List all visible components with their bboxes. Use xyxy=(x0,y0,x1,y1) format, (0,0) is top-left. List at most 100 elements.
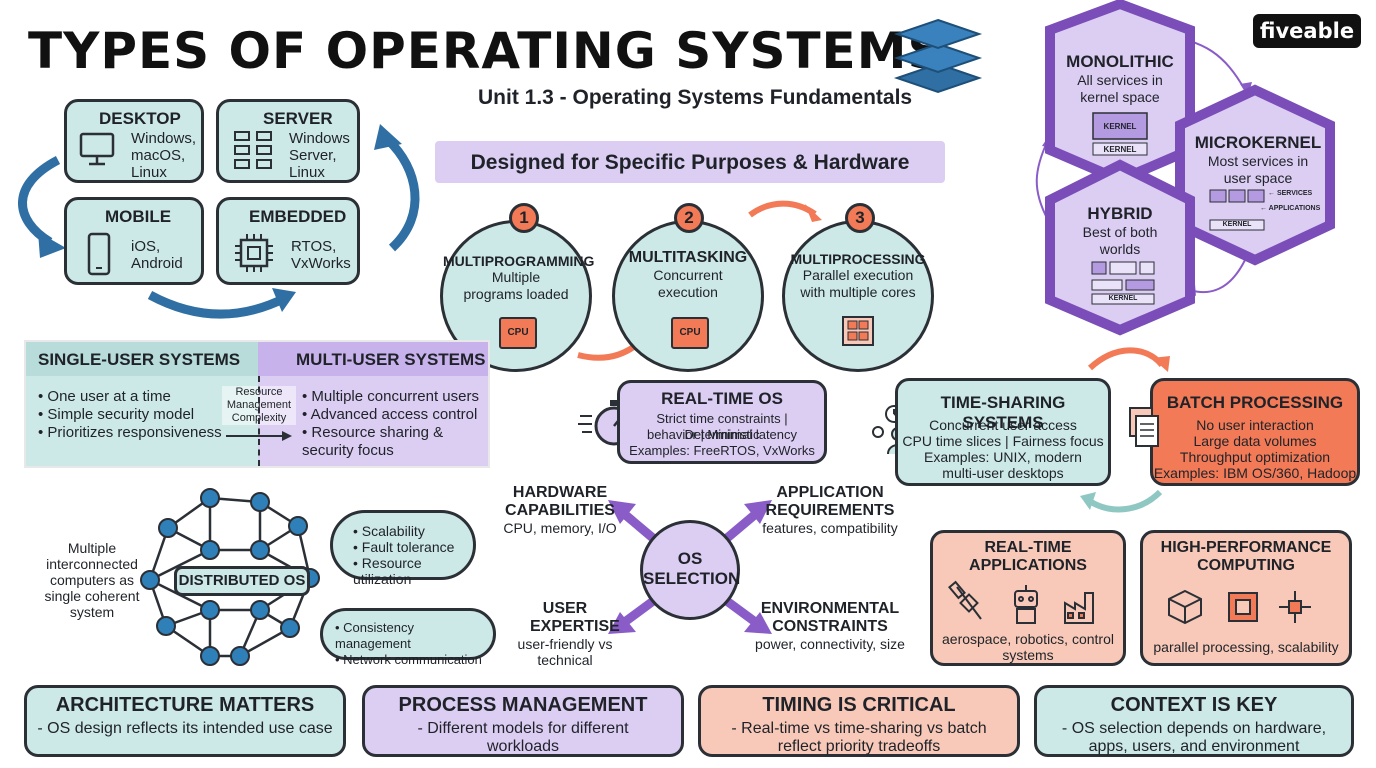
takeaway-title: CONTEXT IS KEY xyxy=(1110,694,1278,716)
cluster-icon xyxy=(1279,591,1311,623)
hardware-capabilities: HARDWARE CAPABILITIES CPU, memory, I/O xyxy=(495,484,625,536)
os-selection-circle: OS SELECTION xyxy=(640,520,740,620)
application-title: APPLICATION REQUIREMENTS xyxy=(765,484,895,519)
step-2-badge: 2 xyxy=(674,203,704,233)
multicore-icon xyxy=(842,316,874,346)
multiprogramming-text: MULTIPROGRAMMING Multiple programs loade… xyxy=(443,253,595,303)
application-desc: features, compatibility xyxy=(762,520,898,536)
applications-label: ← APPLICATIONS xyxy=(1260,205,1321,212)
phone-icon xyxy=(87,232,111,276)
application-requirements: APPLICATION REQUIREMENTS features, compa… xyxy=(752,484,908,536)
hpc-card: HIGH-PERFORMANCE COMPUTING parallel proc… xyxy=(1140,530,1352,666)
factory-icon xyxy=(1064,592,1094,624)
takeaway-desc: - OS selection depends on hardware, apps… xyxy=(1061,720,1327,755)
multiprocessing-desc: Parallel execution with multiple cores xyxy=(800,267,916,300)
batch-line4: Examples: IBM OS/360, Hadoop xyxy=(1153,465,1357,481)
mobile-desc: iOS, Android xyxy=(131,238,183,272)
hpc-icons xyxy=(1168,589,1311,625)
monitor-icon xyxy=(79,132,115,166)
multitasking-desc: Concurrent execution xyxy=(653,267,723,300)
realtime-apps-title: REAL-TIME APPLICATIONS xyxy=(969,539,1087,574)
realtime-apps-card: REAL-TIME APPLICATIONS aerospace, roboti… xyxy=(930,530,1126,666)
distributed-challenges-bubble: • Consistency management • Network commu… xyxy=(320,608,496,667)
environmental-constraints: ENVIRONMENTAL CONSTRAINTS power, connect… xyxy=(752,600,908,652)
fiveable-logo[interactable]: fiveable xyxy=(1253,14,1361,48)
multitasking-title: MULTITASKING xyxy=(628,249,748,266)
multi-user-title: MULTI-USER SYSTEMS xyxy=(296,350,486,369)
hybrid-desc: Best of both worlds xyxy=(1082,224,1158,257)
microkernel-label: MICROKERNEL Most services in user space xyxy=(1193,133,1323,187)
satellite-icon xyxy=(948,580,982,620)
divider xyxy=(258,376,262,466)
time-sharing-title: TIME-SHARING SYSTEMS xyxy=(940,393,1066,432)
single-user-list: • One user at a time • Simple security m… xyxy=(38,388,222,442)
multiprogramming-title: MULTIPROGRAMMING xyxy=(443,253,595,269)
step-1-badge: 1 xyxy=(509,203,539,233)
list-item: • Simple security model xyxy=(38,406,195,423)
takeaway-desc: - Different models for different workloa… xyxy=(417,720,629,755)
list-item: • Scalability xyxy=(353,523,425,539)
documents-icon xyxy=(1129,407,1159,447)
time-sharing-line4: multi-user desktops xyxy=(942,465,1064,481)
realtime-os-line2: behavior | Minimal latency xyxy=(646,427,798,442)
list-item: • Resource utilization xyxy=(353,555,422,587)
monolithic-label: MONOLITHIC All services in kernel space xyxy=(1060,52,1180,106)
monolithic-kernel-label: KERNEL xyxy=(1103,122,1137,131)
server-desc: Windows Server, Linux xyxy=(289,130,350,181)
takeaway-context: CONTEXT IS KEY - OS selection depends on… xyxy=(1034,685,1354,757)
monolithic-desc: All services in kernel space xyxy=(1077,72,1163,105)
hardware-title: HARDWARE CAPABILITIES xyxy=(505,484,615,519)
takeaway-desc: - Real-time vs time-sharing vs batch ref… xyxy=(731,720,987,755)
realtime-os-line3: Examples: FreeRTOS, VxWorks xyxy=(629,443,815,458)
services-label: ← SERVICES xyxy=(1268,190,1313,197)
takeaway-title: PROCESS MANAGEMENT xyxy=(398,694,648,716)
batch-line3: Throughput optimization xyxy=(1179,449,1331,465)
multiprocessing-circle: MULTIPROCESSING Parallel execution with … xyxy=(782,220,934,372)
network-graph xyxy=(140,488,320,666)
complexity-arrow-icon xyxy=(226,431,292,441)
multiprogramming-desc: Multiple programs loaded xyxy=(463,269,569,302)
robot-icon xyxy=(1014,585,1038,624)
multi-user-header xyxy=(258,342,488,376)
distributed-desc: Multiple interconnected computers as sin… xyxy=(44,540,140,620)
user-expertise-desc: user-friendly vs technical xyxy=(517,636,613,668)
embedded-desc: RTOS, VxWorks xyxy=(291,238,351,272)
takeaway-title: ARCHITECTURE MATTERS xyxy=(55,694,315,716)
realtime-os-title: REAL-TIME OS xyxy=(661,389,783,408)
desktop-card: DESKTOP Windows, macOS, Linux xyxy=(64,99,204,183)
cpu-icon: CPU xyxy=(671,317,709,349)
distributed-label-box: DISTRIBUTED OS xyxy=(174,566,310,596)
hpc-desc: parallel processing, scalability xyxy=(1153,639,1339,655)
multi-user-list: • Multiple concurrent users • Advanced a… xyxy=(302,388,482,460)
list-item: • One user at a time xyxy=(38,388,171,405)
cpu-icon: CPU xyxy=(499,317,537,349)
step-3-badge: 3 xyxy=(845,203,875,233)
hardware-desc: CPU, memory, I/O xyxy=(503,520,617,536)
time-sharing-line2: CPU time slices | Fairness focus xyxy=(902,433,1104,449)
list-item: • Resource sharing & security focus xyxy=(302,424,444,459)
desktop-title: DESKTOP xyxy=(99,109,181,128)
embedded-card: EMBEDDED RTOS, VxWorks xyxy=(216,197,360,285)
single-user-header xyxy=(26,342,258,376)
desktop-desc: Windows, macOS, Linux xyxy=(131,130,197,181)
layers-icon xyxy=(893,18,983,94)
microkernel-kernel-label: KERNEL xyxy=(1222,221,1252,228)
chip-icon xyxy=(235,234,273,272)
page-subtitle: Unit 1.3 - Operating Systems Fundamental… xyxy=(478,86,913,109)
os-selection-label: OS SELECTION xyxy=(643,549,741,588)
rt-app-icons xyxy=(948,580,1094,624)
environmental-title: ENVIRONMENTAL CONSTRAINTS xyxy=(760,600,900,635)
takeaway-desc: - OS design reflects its intended use ca… xyxy=(37,720,333,737)
monolithic-title: MONOLITHIC xyxy=(1066,52,1174,71)
takeaway-title: TIMING IS CRITICAL xyxy=(762,694,956,716)
distributed-benefits-bubble: • Scalability • Fault tolerance • Resour… xyxy=(330,510,476,587)
user-expertise-title: USER EXPERTISE xyxy=(530,600,620,635)
processor-icon xyxy=(1228,592,1258,622)
hybrid-label: HYBRID Best of both worlds xyxy=(1060,204,1180,258)
takeaway-process: PROCESS MANAGEMENT - Different models fo… xyxy=(362,685,684,757)
list-item: • Multiple concurrent users xyxy=(302,388,479,405)
realtime-os-line1: Strict time constraints | Deterministic xyxy=(656,411,788,442)
realtime-apps-desc: aerospace, robotics, control systems xyxy=(942,631,1114,663)
